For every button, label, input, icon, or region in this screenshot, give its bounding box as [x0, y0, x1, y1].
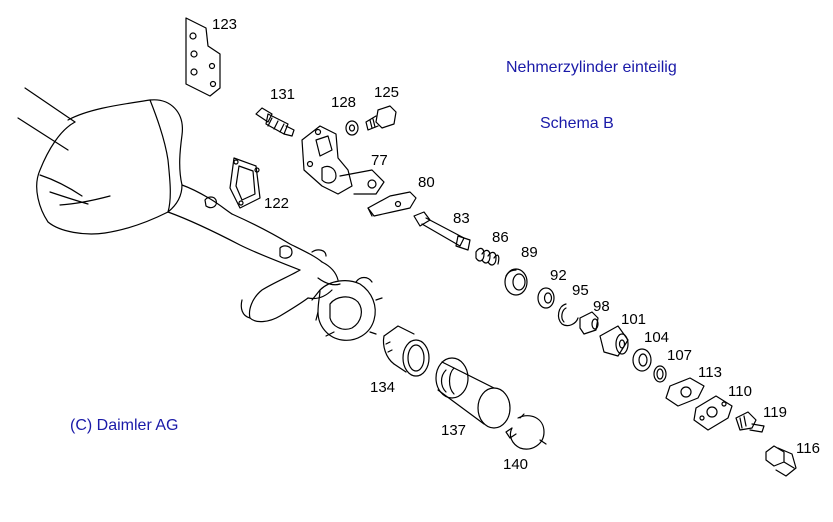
part-number-83[interactable]: 83: [453, 210, 470, 227]
part-number-101[interactable]: 101: [621, 311, 647, 328]
boot-137-drawing: [435, 357, 511, 429]
transmission-housing-drawing: [17, 87, 383, 341]
diagram-subtitle: Schema B: [540, 115, 614, 132]
part-number-140[interactable]: 140: [503, 456, 529, 473]
rod-83-drawing: [413, 211, 471, 251]
part-number-110[interactable]: 110: [728, 383, 752, 400]
clamp-140-drawing: [505, 413, 547, 450]
nipple-119-drawing: [735, 411, 765, 433]
part-number-86[interactable]: 86: [492, 229, 509, 246]
plate-113-drawing: [665, 377, 705, 407]
part-number-107[interactable]: 107: [667, 347, 693, 364]
circlip-95-drawing: [557, 303, 579, 327]
bracket-123-drawing: [185, 17, 221, 97]
part-number-123[interactable]: 123: [212, 16, 238, 33]
part-number-131[interactable]: 131: [270, 86, 296, 103]
part-131-drawing: [255, 107, 295, 137]
sleeve-134-drawing: [382, 325, 430, 377]
washer-128-drawing: [345, 120, 359, 136]
seal-89-drawing: [504, 268, 528, 296]
part-number-128[interactable]: 128: [331, 94, 357, 111]
part-number-134[interactable]: 134: [370, 379, 396, 396]
part-number-137[interactable]: 137: [441, 422, 467, 439]
bolt-116-drawing: [765, 445, 797, 477]
diagram-title: Nehmerzylinder einteilig: [506, 59, 677, 76]
ring-92-drawing: [537, 287, 555, 309]
part-number-119[interactable]: 119: [763, 404, 787, 421]
spring-86-drawing: [475, 247, 500, 266]
part-number-95[interactable]: 95: [572, 282, 589, 299]
part-number-125[interactable]: 125: [374, 84, 400, 101]
fork-80-drawing: [367, 191, 417, 217]
part-number-116[interactable]: 116: [796, 440, 820, 457]
bush-98-drawing: [579, 311, 599, 335]
part-number-89[interactable]: 89: [521, 244, 538, 261]
oring-107-drawing: [653, 365, 667, 383]
part-number-77[interactable]: 77: [371, 152, 388, 169]
copyright-notice: (C) Daimler AG: [70, 417, 179, 434]
piston-101-drawing: [599, 325, 629, 357]
flange-110-drawing: [693, 395, 733, 431]
part-number-104[interactable]: 104: [644, 329, 670, 346]
seal-104-drawing: [632, 348, 652, 372]
part-number-122[interactable]: 122: [264, 195, 290, 212]
part-number-80[interactable]: 80: [418, 174, 435, 191]
housing-77-drawing: [301, 125, 385, 195]
part-number-98[interactable]: 98: [593, 298, 610, 315]
part-number-92[interactable]: 92: [550, 267, 567, 284]
part-number-113[interactable]: 113: [698, 364, 722, 381]
gasket-122-drawing: [229, 157, 261, 209]
bolt-125-drawing: [365, 105, 397, 131]
